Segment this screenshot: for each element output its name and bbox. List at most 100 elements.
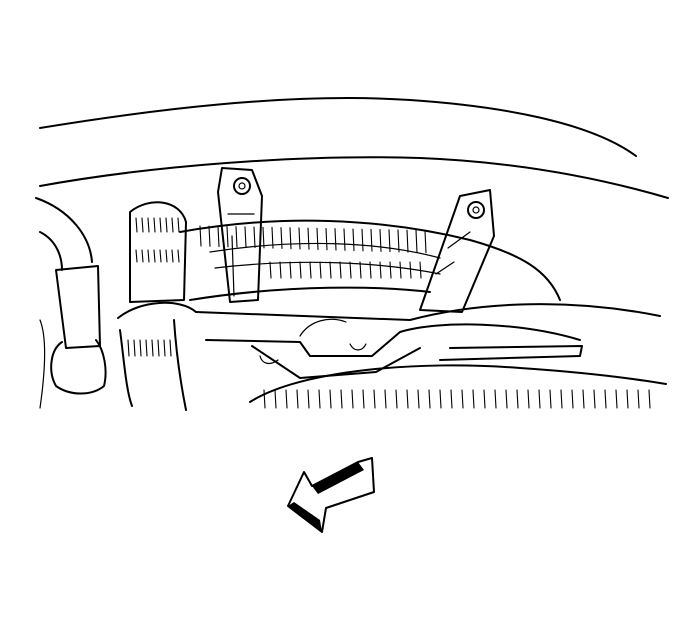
hood-panel-outline: [39, 97, 669, 199]
hatch-line: [280, 227, 283, 249]
hatch-line: [199, 225, 202, 247]
hatch-line: [615, 389, 618, 409]
hatch-line: [379, 229, 382, 252]
hatch-line: [175, 339, 178, 357]
hatch-line: [527, 389, 530, 409]
hatch-line: [133, 339, 136, 357]
hatch-line: [329, 389, 332, 409]
hatch-line: [538, 389, 541, 409]
frame-rail: [195, 303, 667, 409]
hatch-line: [318, 389, 321, 409]
hatch-line: [316, 227, 319, 251]
hatch-line: [135, 249, 138, 263]
hatch-line: [244, 226, 247, 248]
hatch-line: [217, 225, 220, 248]
hatch-line: [582, 389, 585, 409]
hatch-line: [289, 261, 292, 279]
hatch-line: [226, 225, 229, 248]
hatch-line: [516, 389, 519, 409]
hatch-line: [334, 228, 337, 251]
hatch-line: [271, 226, 274, 249]
hatch-line: [289, 227, 292, 250]
hatch-line: [370, 228, 373, 252]
hatch-line: [419, 261, 422, 279]
hatch-line: [325, 227, 328, 251]
hatch-line: [299, 261, 302, 279]
hatch-line: [307, 389, 310, 409]
hatch-line: [262, 226, 265, 249]
hatch-line: [296, 389, 299, 409]
hatch-line: [298, 227, 301, 250]
hatch-line: [384, 389, 387, 409]
hatch-line: [388, 229, 391, 253]
hatch-line: [307, 227, 310, 250]
hatch-line: [159, 249, 162, 263]
hatch-line: [549, 389, 552, 409]
hatch-line: [648, 389, 651, 409]
hatch-line: [309, 261, 312, 279]
hatch-line: [560, 389, 563, 409]
hatch-line: [253, 226, 256, 249]
hatch-line: [279, 261, 282, 279]
wiring-harness: [179, 219, 561, 301]
hatch-line: [145, 339, 148, 357]
right-bracket: [419, 189, 495, 313]
hatch-line: [439, 389, 442, 409]
hatch-line: [274, 389, 277, 409]
hatch-line: [417, 389, 420, 409]
hatch-line: [171, 217, 174, 233]
hatch-line: [461, 389, 464, 409]
corrugated-hose: [117, 201, 197, 411]
hatch-line: [263, 389, 266, 409]
left-bracket: [217, 167, 263, 303]
hatch-line: [409, 261, 412, 279]
hatch-line: [361, 228, 364, 252]
hatch-line: [208, 225, 211, 247]
hatch-line: [147, 217, 150, 233]
hatch-line: [171, 249, 174, 263]
hatch-line: [415, 229, 418, 254]
hatch-line: [169, 339, 172, 357]
hatch-line: [450, 389, 453, 409]
hatch-line: [399, 261, 402, 279]
hatch-line: [593, 389, 596, 409]
hatch-line: [397, 229, 400, 253]
hatch-line: [340, 389, 343, 409]
hatch-line: [359, 261, 362, 279]
hatch-line: [483, 389, 486, 409]
hatch-line: [395, 389, 398, 409]
hatch-line: [269, 261, 272, 279]
hatch-line: [127, 339, 130, 357]
hatch-line: [626, 389, 629, 409]
hatch-line: [472, 389, 475, 409]
hatch-line: [352, 228, 355, 252]
hatch-line: [151, 339, 154, 357]
hatch-line: [369, 261, 372, 279]
hatch-line: [343, 228, 346, 251]
hatch-line: [285, 389, 288, 409]
hatch-line: [163, 339, 166, 357]
hatch-line: [349, 261, 352, 279]
hatch-line: [362, 389, 365, 409]
hatch-line: [177, 217, 180, 233]
hatch-line: [153, 249, 156, 263]
hatch-line: [505, 389, 508, 409]
hatch-line: [153, 217, 156, 233]
hatch-line: [147, 249, 150, 263]
hatch-line: [351, 389, 354, 409]
left-hose: [35, 197, 107, 409]
hatch-line: [329, 261, 332, 279]
hatch-line: [406, 389, 409, 409]
hatch-line: [165, 217, 168, 233]
hatch-line: [604, 389, 607, 409]
hatch-line: [637, 389, 640, 409]
hatch-line: [141, 217, 144, 233]
hatch-line: [165, 249, 168, 263]
hatch-line: [494, 389, 497, 409]
hatch-line: [339, 261, 342, 279]
hatch-line: [139, 339, 142, 357]
hatch-line: [428, 389, 431, 409]
hatch-line: [389, 261, 392, 279]
hatch-line: [379, 261, 382, 279]
